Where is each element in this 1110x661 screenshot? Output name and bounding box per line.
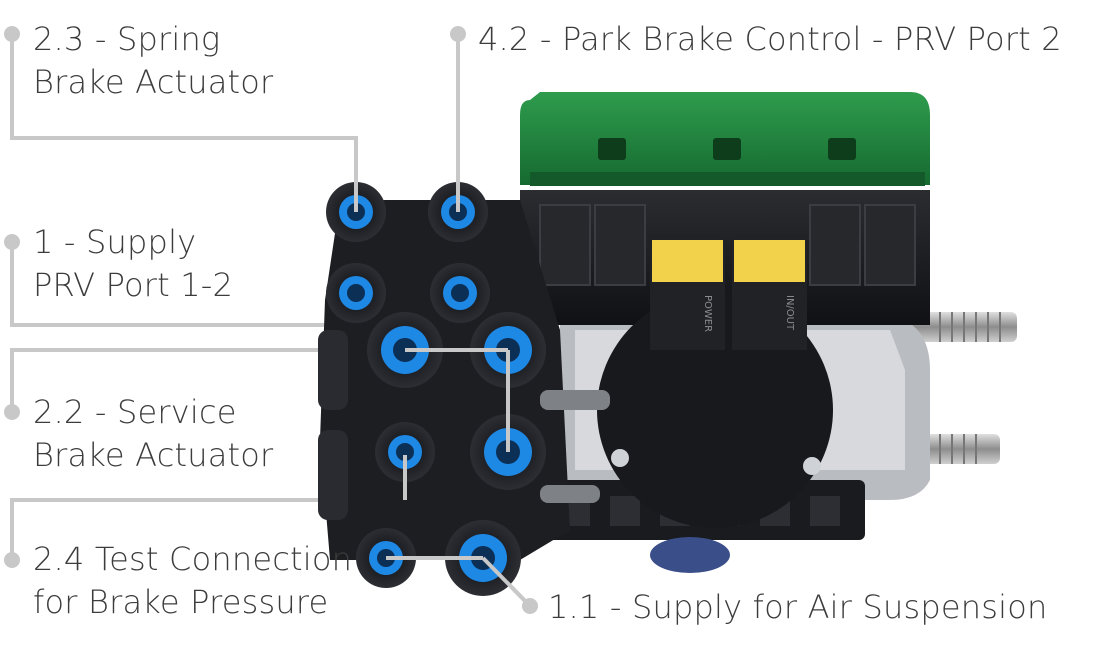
- label-supply-prv: 1 - Supply PRV Port 1-2: [33, 223, 234, 304]
- port-1b: [430, 263, 490, 323]
- in-out-connector: IN/OUT: [732, 235, 807, 350]
- power-connector: POWER: [650, 235, 725, 350]
- label-spring-brake-actuator: 2.3 - Spring Brake Actuator: [33, 20, 274, 101]
- callout-overlays: [354, 120, 532, 608]
- label-air-suspension: 1.1 - Supply for Air Suspension: [548, 588, 1048, 626]
- motor-disk: [597, 292, 833, 528]
- port-1a: [326, 263, 386, 323]
- label-park-brake-control: 4.2 - Park Brake Control - PRV Port 2: [478, 20, 1062, 58]
- callout-dots: [4, 26, 538, 614]
- label-test-connection: 2.4 Test Connection for Brake Pressure: [33, 540, 353, 621]
- port-2-4: [375, 422, 435, 482]
- power-connector-label: POWER: [702, 295, 713, 332]
- label-service-brake-actuator: 2.2 - Service Brake Actuator: [33, 393, 274, 474]
- port-manifold: [320, 200, 570, 560]
- in-out-connector-label: IN/OUT: [784, 295, 795, 331]
